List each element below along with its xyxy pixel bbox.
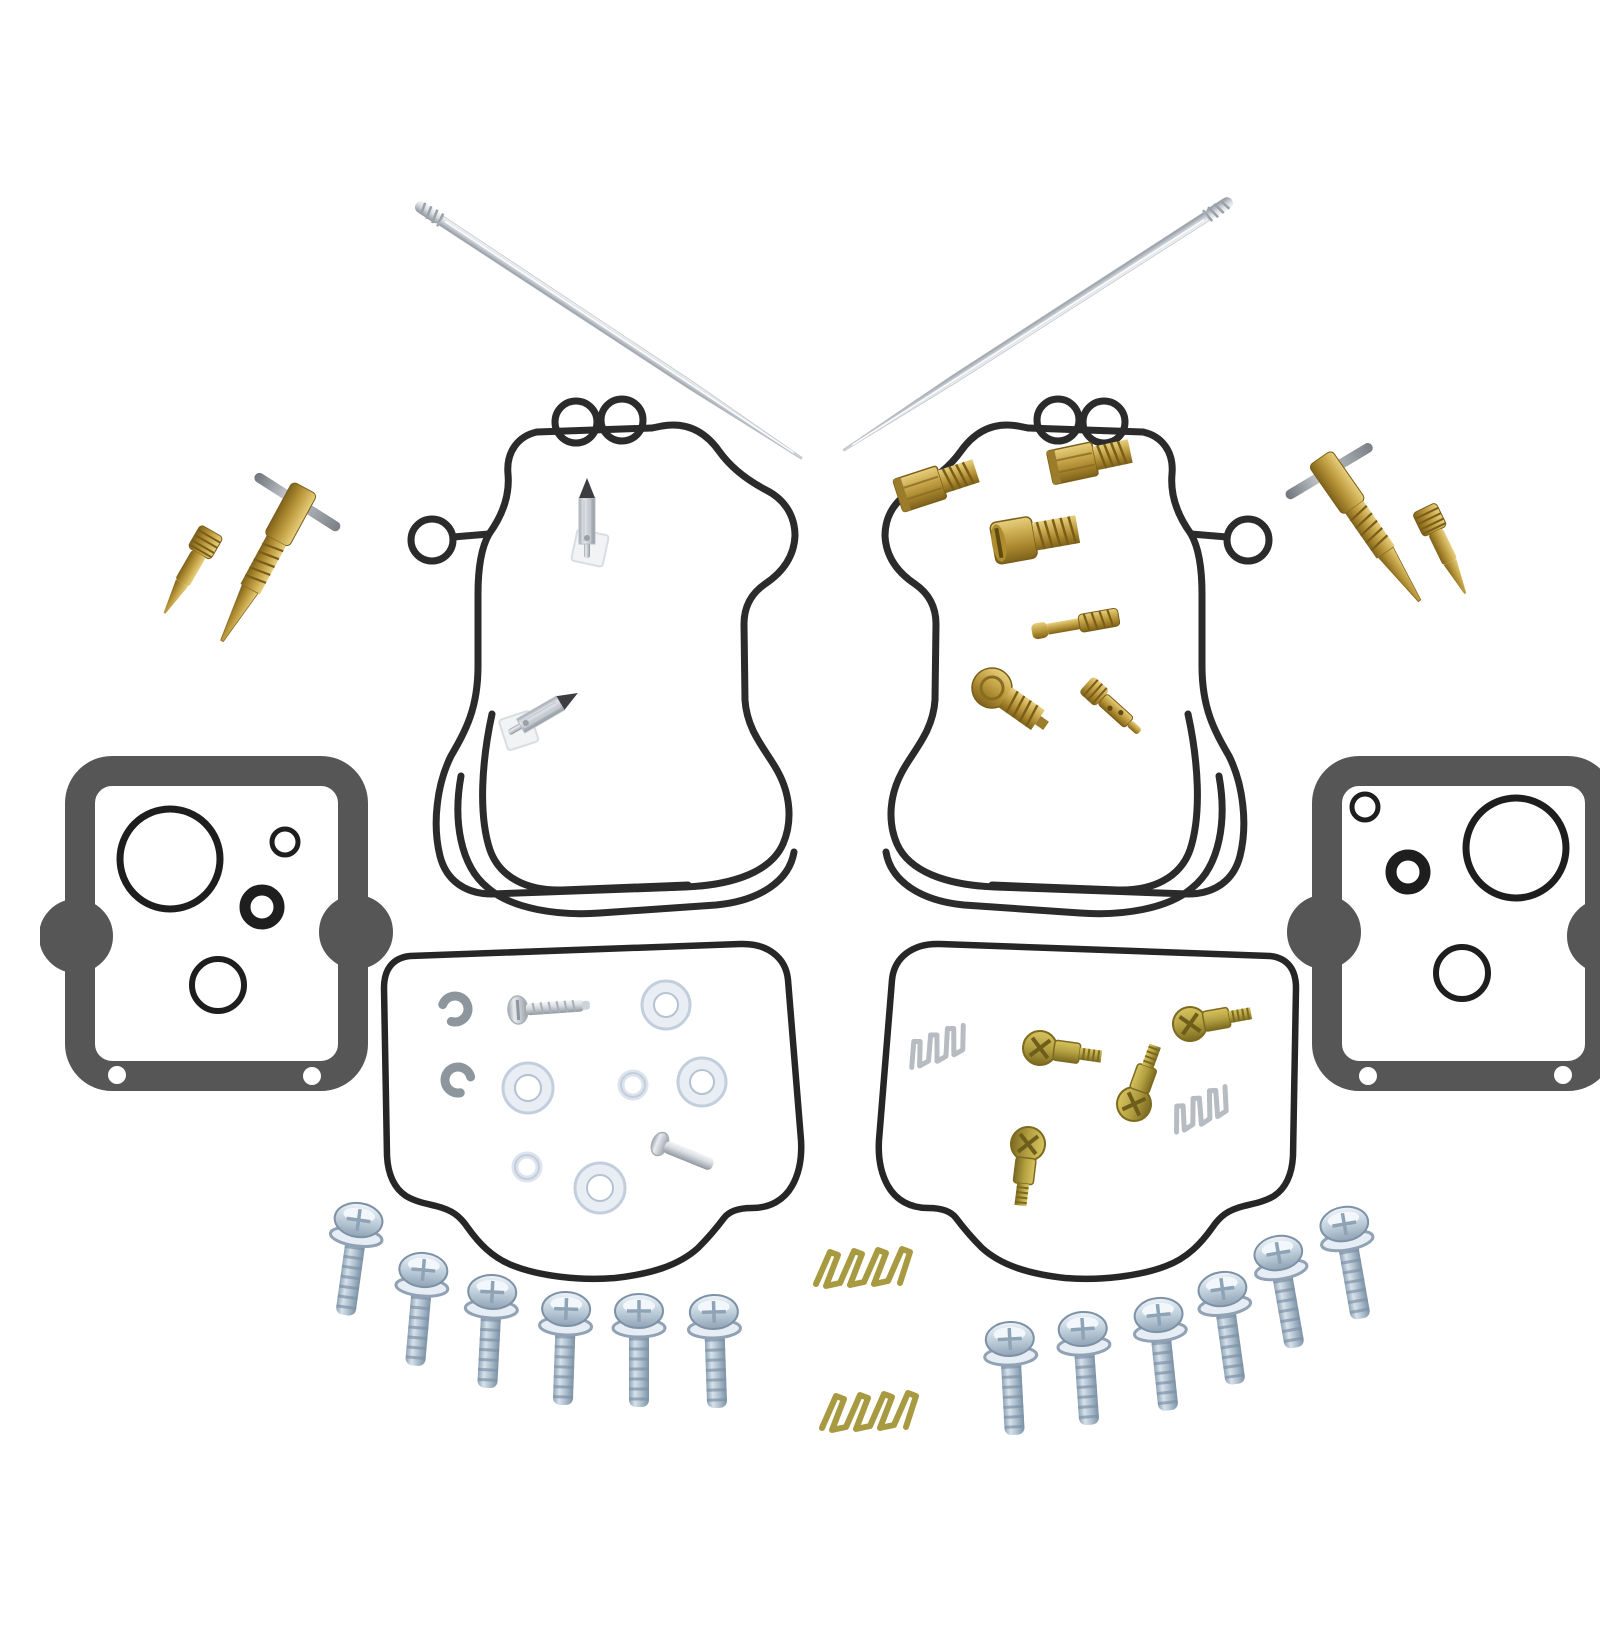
o-ring-large: [116, 805, 224, 913]
carb-cover-gasket-left: Carburetor cover gasket (black): [411, 399, 795, 914]
o-ring-small: [1349, 791, 1381, 823]
gold-shoulder-screw-2: Gold shoulder screw: [1018, 1026, 1106, 1076]
silver-spring-2: Small silver spring: [1167, 1085, 1235, 1134]
o-ring-small: [269, 826, 301, 858]
o-ring-medium: [1433, 944, 1491, 1002]
product-photo: Carburetor rebuild kit parts laid out on…: [40, 16, 1600, 1616]
zinc-screws-right: Zinc pan-head screw with washer: [981, 1201, 1389, 1438]
round-main-jet: Round-head main jet (brass): [962, 658, 1060, 744]
nylon-washers: Nylon washer: [501, 979, 728, 1215]
o-ring-thick: [239, 884, 285, 930]
o-ring-large: [1462, 794, 1570, 902]
e-clip-2: E-clip: [443, 1065, 473, 1095]
fuel-screw-right: Brass fuel screw: [1411, 501, 1479, 601]
pilot-jet: Pilot jet (brass): [1029, 606, 1122, 642]
float-needle-valve-upper: Float needle valve: [570, 477, 610, 568]
bowl-cover-gasket-left: Float bowl cover gasket (gray): [52, 771, 380, 1085]
slotted-main-jet: Slotted main jet (brass): [986, 506, 1084, 567]
o-ring-medium: [189, 956, 247, 1014]
silver-spring-1: Small silver spring: [904, 1024, 972, 1070]
o-ring-thick: [1385, 849, 1431, 895]
e-clip-1: E-clip: [438, 992, 471, 1025]
rivet-screw: Chrome rivet screw: [647, 1129, 719, 1178]
gold-shoulder-screw-1: Gold shoulder screw: [1168, 994, 1257, 1046]
pan-screw: Chrome pan-head screw: [505, 989, 593, 1027]
gold-shoulder-screw-4: Gold shoulder screw: [1001, 1123, 1049, 1210]
gold-spring-2: Gold coil spring: [822, 1393, 916, 1430]
float-needle-valve-lower: Float needle valve: [491, 678, 590, 758]
hex-main-jet-1: Hex main jet (brass): [891, 453, 983, 514]
kit-illustration: Jet needle (chrome) Jet needle (chrome) …: [40, 192, 1600, 1438]
jet-needle-left: Jet needle (chrome): [410, 196, 807, 466]
starter-jet: Starter jet (brass): [1077, 674, 1148, 742]
bowl-cover-gasket-right: Float bowl cover gasket (gray): [1300, 771, 1600, 1085]
float-bowl-gasket-right: Float bowl gasket (thin black): [879, 944, 1296, 1279]
fuel-screw-left: Brass fuel screw: [152, 523, 225, 621]
gold-shoulder-screw-3: Gold shoulder screw: [1110, 1037, 1174, 1128]
pilot-screw-left: Brass pilot air screw with steel T-pin: [176, 462, 351, 666]
gold-spring-1: Gold coil spring: [816, 1249, 910, 1286]
zinc-screws-left: Zinc pan-head screw with washer: [317, 1197, 745, 1411]
